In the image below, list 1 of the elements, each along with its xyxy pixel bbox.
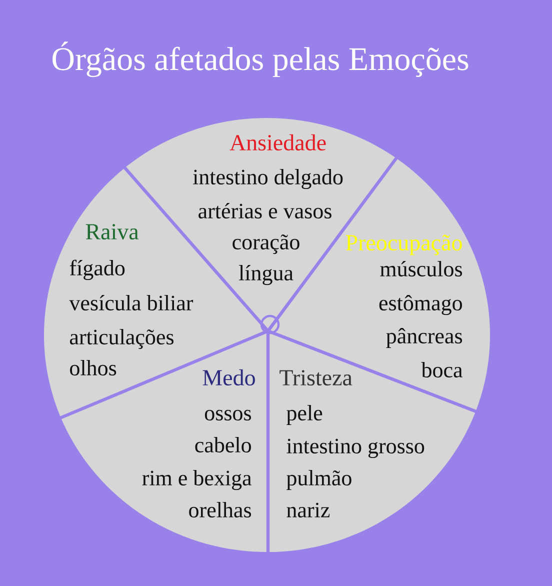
title: Órgãos afetados pelas Emoções <box>52 42 468 78</box>
